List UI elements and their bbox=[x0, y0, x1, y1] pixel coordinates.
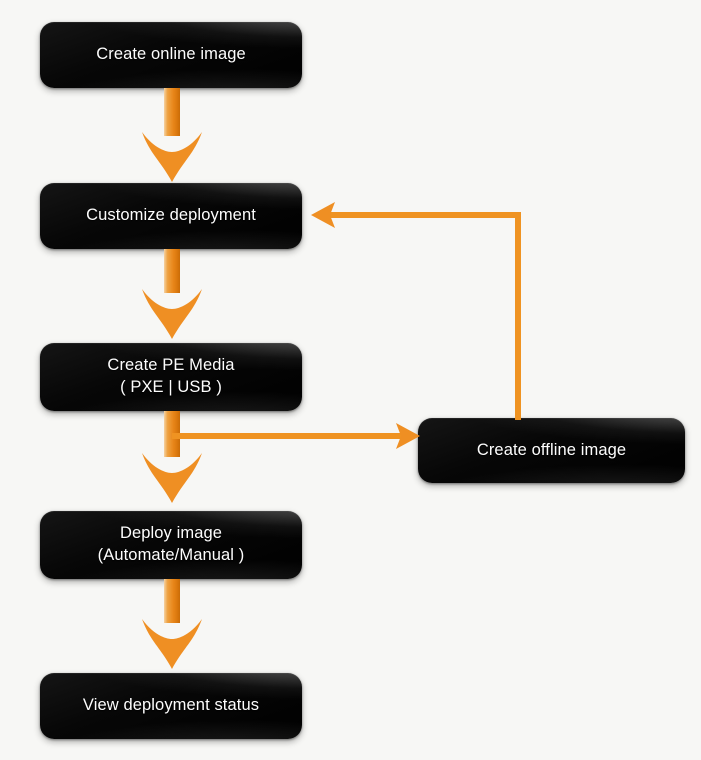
node-label: Create offline image bbox=[476, 440, 627, 459]
arrowhead-down-create-online-to-customize bbox=[142, 132, 202, 182]
node-deploy-image[interactable]: Deploy image (Automate/Manual ) bbox=[40, 511, 302, 579]
arrowhead-left-offline-image-to-customize bbox=[311, 202, 335, 228]
node-label: Customize deployment bbox=[86, 206, 256, 225]
arrowhead-down-customize-to-pe-media bbox=[142, 289, 202, 339]
node-label: View deployment status bbox=[82, 696, 260, 715]
node-label: Deploy image (Automate/Manual ) bbox=[97, 524, 245, 564]
arrowhead-down-pe-media-to-deploy bbox=[142, 453, 202, 503]
node-create-online-image[interactable]: Create online image bbox=[40, 22, 302, 88]
node-create-offline-image[interactable]: Create offline image bbox=[418, 418, 685, 483]
connector-branch-pe-media-to-offline-image bbox=[172, 433, 402, 439]
arrowhead-right-pe-media-to-offline-image bbox=[396, 423, 420, 449]
connector-stem-customize-to-pe-media bbox=[164, 249, 180, 293]
node-customize-deployment[interactable]: Customize deployment bbox=[40, 183, 302, 249]
node-create-pe-media[interactable]: Create PE Media ( PXE | USB ) bbox=[40, 343, 302, 411]
connector-top-offline-image-return bbox=[330, 212, 519, 218]
node-label: Create online image bbox=[96, 45, 246, 64]
connector-riser-offline-image-return bbox=[515, 212, 521, 420]
node-view-deployment-status[interactable]: View deployment status bbox=[40, 673, 302, 739]
arrowhead-down-deploy-to-view-status bbox=[142, 619, 202, 669]
node-label: Create PE Media ( PXE | USB ) bbox=[107, 356, 235, 396]
connector-stem-deploy-to-view-status bbox=[164, 579, 180, 623]
connector-stem-create-online-to-customize bbox=[164, 88, 180, 136]
